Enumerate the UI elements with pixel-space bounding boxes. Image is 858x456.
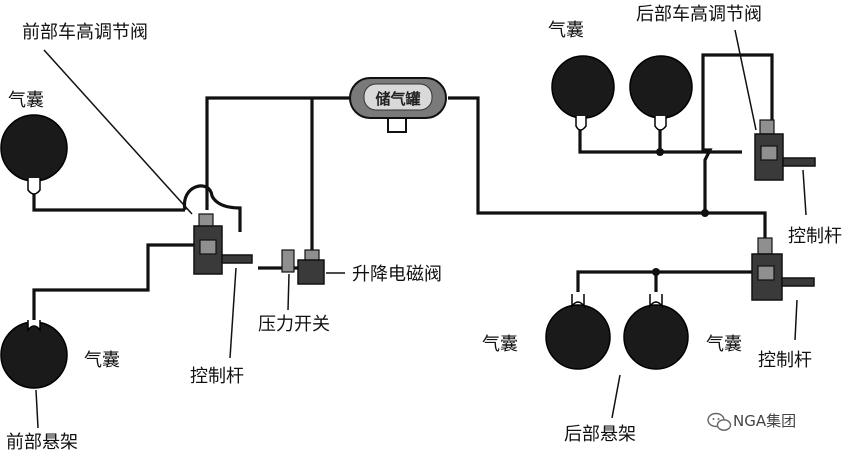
label-control-rod-front: 控制杆 <box>190 366 244 387</box>
airbag-rear-lower-right <box>623 304 689 370</box>
pipe-front-valve-loop <box>182 184 242 232</box>
airbag-stem <box>654 116 667 131</box>
pipe-rear-vertical <box>701 53 774 213</box>
leader-rear-control-rod-upper <box>802 169 807 216</box>
air-tank-label: 储气罐 <box>375 90 420 108</box>
pipe-rear-lower-branch <box>705 211 767 255</box>
label-airbag-rear-lower-right: 气囊 <box>706 334 742 355</box>
valve-top-fitting <box>757 237 773 255</box>
airbag-rear-upper-right <box>629 55 693 119</box>
control-rod <box>781 277 815 287</box>
label-front-height-valve: 前部车高调节阀 <box>22 22 148 43</box>
airbag-stem <box>649 294 663 309</box>
airbag-stem <box>571 294 585 309</box>
valve-window <box>760 145 778 161</box>
valve-top-fitting <box>759 119 775 135</box>
leader-pressure-switch <box>287 273 290 311</box>
airbag-rear-lower-left <box>545 304 611 370</box>
leader-front-control-rod <box>229 267 237 359</box>
pipe-rear-upper-airbags <box>578 130 742 154</box>
label-rear-height-valve: 后部车高调节阀 <box>636 4 762 25</box>
junction-dot <box>701 209 709 217</box>
label-control-rod-rear-lower: 控制杆 <box>758 350 812 371</box>
leader-rear-suspension <box>611 374 621 419</box>
air-pipes <box>32 53 774 330</box>
wechat-icon <box>707 412 732 431</box>
label-airbag-front-upper: 气囊 <box>8 90 44 111</box>
rear-height-valve-upper <box>754 119 816 181</box>
front-height-valve <box>193 213 253 275</box>
label-airbag-front-lower: 气囊 <box>84 350 120 371</box>
watermark-text: NGA集团 <box>733 412 796 430</box>
pipe-rear-lower-airbags <box>576 270 752 292</box>
solenoid-valve <box>297 249 325 285</box>
pressure-switch-body <box>281 249 295 273</box>
leader-rear-control-rod-lower <box>794 299 798 341</box>
valve-window <box>199 239 217 255</box>
label-rear-suspension: 后部悬架 <box>564 424 636 445</box>
leader-front-suspension <box>35 389 39 429</box>
junction-dot <box>652 268 660 276</box>
leader-front-height-valve <box>43 49 193 215</box>
label-airbag-rear-lower-left: 气囊 <box>482 334 518 355</box>
label-pressure-switch: 压力开关 <box>258 314 330 335</box>
air-tank: 储气罐 <box>349 77 447 133</box>
control-rod <box>221 254 253 264</box>
pipe-tank-to-rear <box>448 96 705 215</box>
airbag-rear-upper-left <box>551 55 615 119</box>
valve-window <box>757 265 775 281</box>
solenoid-body <box>297 259 325 285</box>
leader-rear-height-valve <box>734 29 757 131</box>
rear-height-valve-lower <box>751 237 815 301</box>
pipe-front-upper-airbag <box>32 188 185 212</box>
airbag-stem <box>27 320 41 333</box>
control-rod <box>782 157 816 167</box>
junction-dots <box>652 148 709 276</box>
pipe-front-valve-to-tank <box>205 96 356 210</box>
label-solenoid-valve: 升降电磁阀 <box>352 264 442 285</box>
labels: 前部车高调节阀 后部车高调节阀 气囊 气囊 气囊 气囊 气囊 升降电磁阀 压力开… <box>6 4 842 453</box>
airbag-front-lower <box>0 321 68 389</box>
pipe-front-lower-airbag <box>32 243 198 330</box>
label-airbag-rear-upper: 气囊 <box>548 20 584 41</box>
airbags <box>0 55 693 389</box>
leader-lines <box>35 29 807 429</box>
pressure-switch <box>281 249 295 273</box>
air-tank-highlight <box>363 83 433 111</box>
label-front-suspension: 前部悬架 <box>6 432 78 453</box>
watermark: NGA集团 <box>707 412 796 431</box>
air-tank-drain <box>387 117 407 133</box>
junction-dot <box>656 148 664 156</box>
airbag-front-upper <box>0 114 68 182</box>
airbag-stem <box>575 116 587 131</box>
label-control-rod-rear-upper: 控制杆 <box>788 226 842 247</box>
airbag-stem <box>27 178 41 195</box>
